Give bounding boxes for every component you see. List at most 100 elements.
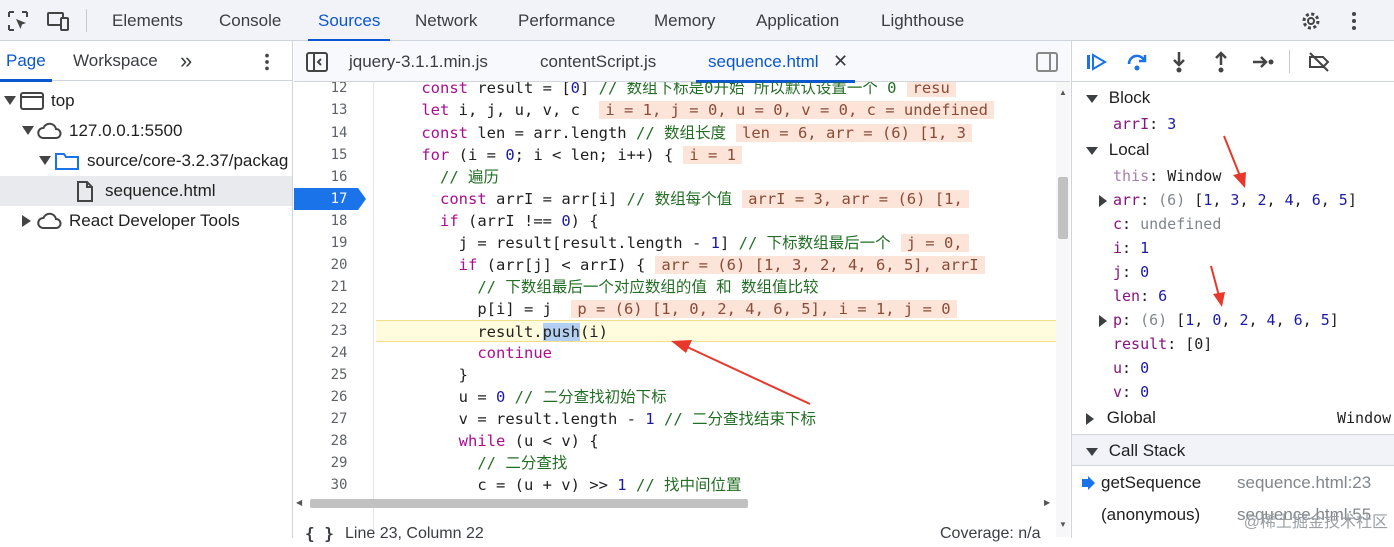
tab-network[interactable]: Network: [415, 11, 478, 30]
call-frame-current[interactable]: getSequence sequence.html:23: [1072, 467, 1394, 499]
code-line[interactable]: c = (u + v) >> 1 // 找中间位置: [384, 476, 742, 494]
scope-var-arrI[interactable]: arrI: 3: [1113, 115, 1177, 133]
tab-performance[interactable]: Performance: [518, 11, 616, 30]
code-line[interactable]: while (u < v) {: [458, 432, 599, 450]
line-number[interactable]: 19: [330, 235, 348, 251]
tab-elements[interactable]: Elements: [112, 11, 183, 30]
scope-var-i[interactable]: i: 1: [1113, 239, 1150, 257]
code-line[interactable]: if (arrI !== 0) {: [440, 212, 599, 230]
tab-page[interactable]: Page: [0, 41, 52, 82]
scroll-down-icon[interactable]: ▼: [1059, 520, 1067, 529]
code-line[interactable]: u = 0 // 二分查找初始下标: [384, 388, 667, 406]
tree-item-extension[interactable]: React Developer Tools: [0, 206, 292, 236]
line-number[interactable]: 16: [330, 169, 348, 185]
breakpoint-marker[interactable]: [294, 188, 366, 210]
scope-var-result[interactable]: result: [0]: [1113, 335, 1213, 353]
resume-icon[interactable]: [1084, 50, 1108, 74]
close-tab-icon[interactable]: ✕: [833, 51, 849, 71]
line-number[interactable]: 25: [330, 367, 348, 383]
device-toolbar-icon[interactable]: [46, 9, 70, 33]
line-number[interactable]: 30: [330, 477, 348, 493]
line-number[interactable]: 22: [330, 301, 348, 317]
horizontal-scrollbar[interactable]: ◀ ▶: [294, 496, 1056, 510]
scope-var-j[interactable]: j: 0: [1113, 263, 1150, 281]
tab-console[interactable]: Console: [219, 11, 282, 30]
pretty-print-icon[interactable]: { }: [305, 524, 334, 543]
line-number[interactable]: 14: [330, 125, 348, 141]
step-out-icon[interactable]: [1209, 50, 1233, 74]
gear-icon[interactable]: [1299, 9, 1323, 33]
tree-item-top[interactable]: top: [0, 86, 292, 116]
code-line-paused[interactable]: result.push(i): [376, 320, 1056, 342]
code-line[interactable]: for (i = 0; i < len; i++) {i = 1: [384, 144, 742, 166]
code-line[interactable]: }: [384, 366, 468, 384]
line-number[interactable]: 26: [330, 389, 348, 405]
line-number[interactable]: 23: [330, 323, 348, 339]
code-line[interactable]: j = result[result.length - 1] // 下标数组最后一…: [384, 232, 969, 254]
scope-block-header[interactable]: Block: [1072, 85, 1394, 111]
expand-arrow-icon[interactable]: [22, 126, 34, 135]
code-line[interactable]: // 下数组最后一个对应数组的值 和 数组值比较: [477, 278, 819, 296]
file-tab-contentscript[interactable]: contentScript.js: [540, 52, 657, 71]
scroll-up-icon[interactable]: ▲: [1059, 88, 1067, 97]
tab-lighthouse[interactable]: Lighthouse: [881, 11, 965, 30]
expand-arrow-icon[interactable]: [1099, 314, 1107, 327]
line-number[interactable]: 28: [330, 433, 348, 449]
scope-var-this[interactable]: this: Window: [1113, 167, 1222, 185]
coverage-status[interactable]: Coverage: n/a: [940, 525, 1041, 542]
collapse-arrow-icon[interactable]: [22, 215, 31, 227]
scope-var-p[interactable]: p: (6) [1, 0, 2, 4, 6, 5]: [1099, 308, 1339, 332]
inspect-element-icon[interactable]: [6, 9, 30, 33]
line-number[interactable]: 20: [330, 257, 348, 273]
step-icon[interactable]: [1251, 50, 1275, 74]
expand-arrow-icon[interactable]: [1086, 447, 1098, 456]
expand-arrow-icon[interactable]: [39, 156, 51, 165]
code-line[interactable]: // 遍历: [440, 168, 499, 186]
vertical-scroll-thumb[interactable]: [1058, 177, 1068, 239]
line-number[interactable]: 12: [330, 82, 348, 96]
tab-memory[interactable]: Memory: [654, 11, 716, 30]
code-view[interactable]: 12 13 14 15 16 17 18 19 20 21 22 23 24 2…: [294, 82, 1070, 537]
line-number[interactable]: 27: [330, 411, 348, 427]
more-options-icon[interactable]: [1342, 9, 1366, 33]
tree-item-file[interactable]: sequence.html: [0, 176, 292, 206]
step-into-icon[interactable]: [1167, 50, 1191, 74]
scope-var-arr[interactable]: arr: (6) [1, 3, 2, 4, 6, 5]: [1099, 188, 1357, 212]
scope-var-len[interactable]: len: 6: [1113, 287, 1168, 305]
vertical-scrollbar[interactable]: ▲ ▼: [1056, 82, 1070, 537]
code-line[interactable]: continue: [477, 344, 552, 362]
horizontal-scroll-thumb[interactable]: [310, 499, 748, 508]
scope-local-header[interactable]: Local: [1072, 137, 1394, 163]
tab-sources[interactable]: Sources: [307, 0, 391, 42]
line-number-breakpoint[interactable]: 17: [330, 191, 348, 207]
code-line[interactable]: let i, j, u, v, c i = 1, j = 0, u = 0, v…: [384, 99, 994, 121]
navigator-menu-icon[interactable]: [256, 51, 278, 73]
scope-global-header[interactable]: Global Window: [1072, 405, 1394, 431]
scope-var-c[interactable]: c: undefined: [1113, 215, 1222, 233]
line-number[interactable]: 21: [330, 279, 348, 295]
code-line[interactable]: const result = [0] // 数组下标是0开始 所以默认设置一个 …: [384, 82, 956, 99]
tree-item-origin[interactable]: 127.0.0.1:5500: [0, 116, 292, 146]
frame-location[interactable]: sequence.html:23: [1237, 473, 1372, 492]
expand-arrow-icon[interactable]: [1086, 94, 1098, 103]
scroll-right-icon[interactable]: ▶: [1044, 498, 1051, 507]
code-line[interactable]: if (arr[j] < arrI) {arr = (6) [1, 3, 2, …: [384, 254, 985, 276]
code-line[interactable]: p[i] = j p = (6) [1, 0, 2, 4, 6, 5], i =…: [384, 298, 957, 320]
call-frame[interactable]: (anonymous) sequence.html:55: [1072, 499, 1394, 531]
line-number[interactable]: 15: [330, 147, 348, 163]
toggle-debugger-icon[interactable]: [1035, 50, 1059, 74]
line-number[interactable]: 13: [330, 102, 348, 118]
frame-location[interactable]: sequence.html:55: [1237, 505, 1372, 524]
expand-arrow-icon[interactable]: [1099, 194, 1107, 207]
line-number-gutter[interactable]: 12 13 14 15 16 17 18 19 20 21 22 23 24 2…: [294, 82, 374, 537]
tab-workspace[interactable]: Workspace: [73, 51, 158, 70]
call-stack-header[interactable]: Call Stack: [1072, 434, 1394, 466]
step-over-icon[interactable]: [1125, 50, 1149, 74]
deactivate-breakpoints-icon[interactable]: [1307, 50, 1331, 74]
expand-arrow-icon[interactable]: [1086, 146, 1098, 155]
expand-arrow-icon[interactable]: [4, 96, 16, 105]
line-number[interactable]: 18: [330, 213, 348, 229]
more-tabs-chevron-icon[interactable]: »: [180, 48, 193, 73]
